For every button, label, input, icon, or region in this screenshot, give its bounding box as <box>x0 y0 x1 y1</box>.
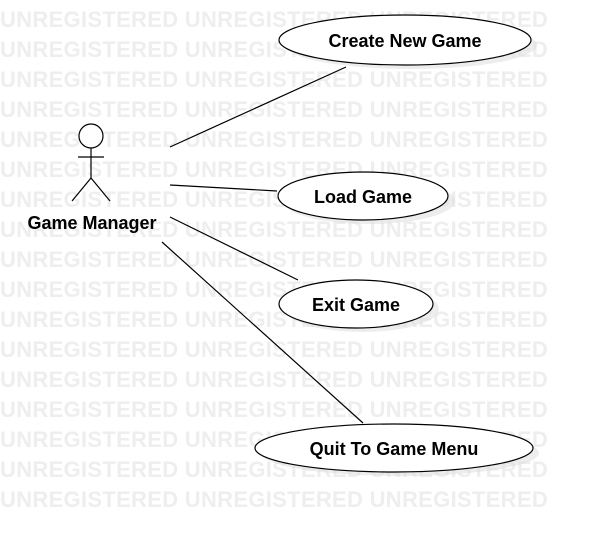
actor-label: Game Manager <box>27 213 156 233</box>
use-case-load-game[interactable]: Load Game <box>277 171 455 224</box>
association-load-game[interactable] <box>169 184 278 192</box>
actor-right-leg <box>90 177 111 202</box>
association-create-new-game[interactable] <box>169 66 347 148</box>
use-case-ellipse <box>278 279 434 329</box>
association-exit-game[interactable] <box>169 216 299 281</box>
use-case-ellipse <box>277 171 449 221</box>
actor-game-manager[interactable]: Game Manager <box>27 123 157 233</box>
actor-left-leg <box>71 177 92 202</box>
use-case-quit-to-game-menu[interactable]: Quit To Game Menu <box>254 423 539 476</box>
use-case-label: Create New Game <box>328 31 481 51</box>
use-case-create-new-game[interactable]: Create New Game <box>278 14 537 69</box>
actor-head <box>78 123 104 149</box>
use-case-label: Exit Game <box>312 295 400 315</box>
association-quit-to-game-menu[interactable] <box>161 241 364 424</box>
use-case-label: Quit To Game Menu <box>310 439 479 459</box>
use-case-label: Load Game <box>314 187 412 207</box>
use-case-exit-game[interactable]: Exit Game <box>278 279 439 332</box>
use-case-ellipse <box>254 423 534 473</box>
use-case-ellipse <box>278 14 532 66</box>
